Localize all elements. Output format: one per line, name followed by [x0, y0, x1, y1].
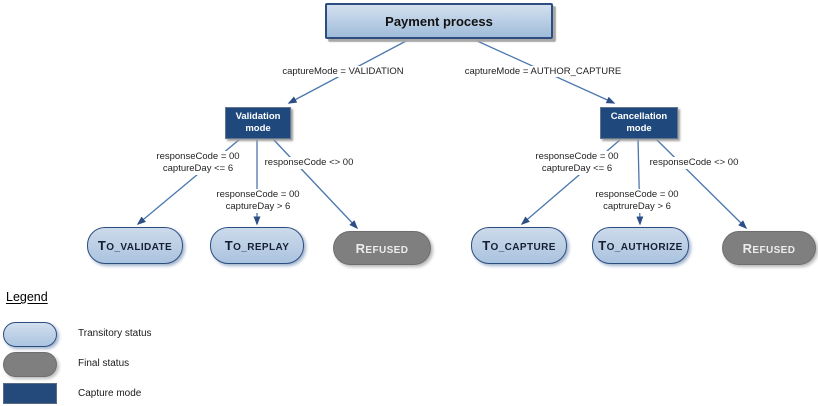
legend-label-capture-mode: Capture mode	[78, 388, 142, 399]
edge-label-validation-capture-day-gt6: responseCode = 00 captureDay > 6	[214, 189, 302, 213]
node-to-capture: TO_CAPTURE	[471, 227, 567, 264]
edge-label-validation-capture-day-le6: responseCode = 00 captureDay <= 6	[154, 151, 242, 175]
edge-label-cancellation-capture-day-le6: responseCode = 00 captureDay <= 6	[533, 151, 621, 175]
edge-validation-to-refused	[272, 138, 359, 230]
node-to-validate: TO_VALIDATE	[87, 227, 183, 264]
edge-label-line: responseCode = 00	[535, 151, 619, 162]
node-to-authorize: TO_AUTHORIZE	[592, 227, 689, 264]
cancellation-mode-label: Cancellation mode	[610, 111, 668, 134]
edge-label-line: responseCode = 00	[595, 189, 679, 200]
edge-label-line: captureDay <= 6	[162, 162, 234, 174]
node-to-capture-label: TO_CAPTURE	[482, 238, 556, 253]
node-to-replay: TO_REPLAY	[210, 227, 304, 264]
node-refused-cancellation: REFUSED	[722, 231, 816, 265]
edge-label-line: responseCode = 00	[216, 189, 300, 200]
legend-swatch-final	[3, 352, 57, 377]
node-to-validate-label: TO_VALIDATE	[97, 238, 173, 253]
edge-label-line: responseCode = 00	[156, 151, 240, 162]
legend-label-transitory: Transitory status	[78, 328, 152, 339]
edge-label-line: captrureDay > 6	[603, 200, 671, 212]
legend-label-final: Final status	[78, 358, 130, 369]
legend-title: Legend	[6, 290, 48, 304]
node-refused-label: REFUSED	[355, 240, 409, 256]
validation-mode-node: Validation mode	[225, 107, 291, 139]
node-to-replay-label: TO_REPLAY	[224, 238, 290, 253]
validation-mode-label: Validation mode	[235, 111, 281, 134]
edge-label-line: captureDay <= 6	[541, 162, 613, 174]
node-refused-label: REFUSED	[742, 240, 796, 256]
payment-process-node: Payment process	[325, 3, 553, 39]
payment-process-label: Payment process	[385, 13, 493, 29]
edge-label-line: responseCode <> 00	[649, 157, 739, 168]
edge-label-validation-refused: responseCode <> 00	[262, 157, 356, 169]
legend-swatch-transitory	[3, 322, 57, 347]
legend-swatch-capture-mode	[3, 383, 57, 404]
node-to-authorize-label: TO_AUTHORIZE	[598, 238, 683, 253]
edge-label-cancellation-capture-day-gt6: responseCode = 00 captrureDay > 6	[593, 189, 681, 213]
cancellation-mode-node: Cancellation mode	[600, 107, 678, 139]
edge-label-line: captureDay > 6	[225, 200, 291, 212]
node-refused-validation: REFUSED	[333, 231, 431, 265]
condition-validation-label: captureMode = VALIDATION	[279, 66, 407, 77]
edge-label-cancellation-refused: responseCode <> 00	[647, 157, 741, 169]
condition-author-capture-label: captureMode = AUTHOR_CAPTURE	[461, 66, 625, 77]
edge-label-line: responseCode <> 00	[264, 157, 354, 168]
edge-cancellation-to-refused	[655, 138, 748, 230]
